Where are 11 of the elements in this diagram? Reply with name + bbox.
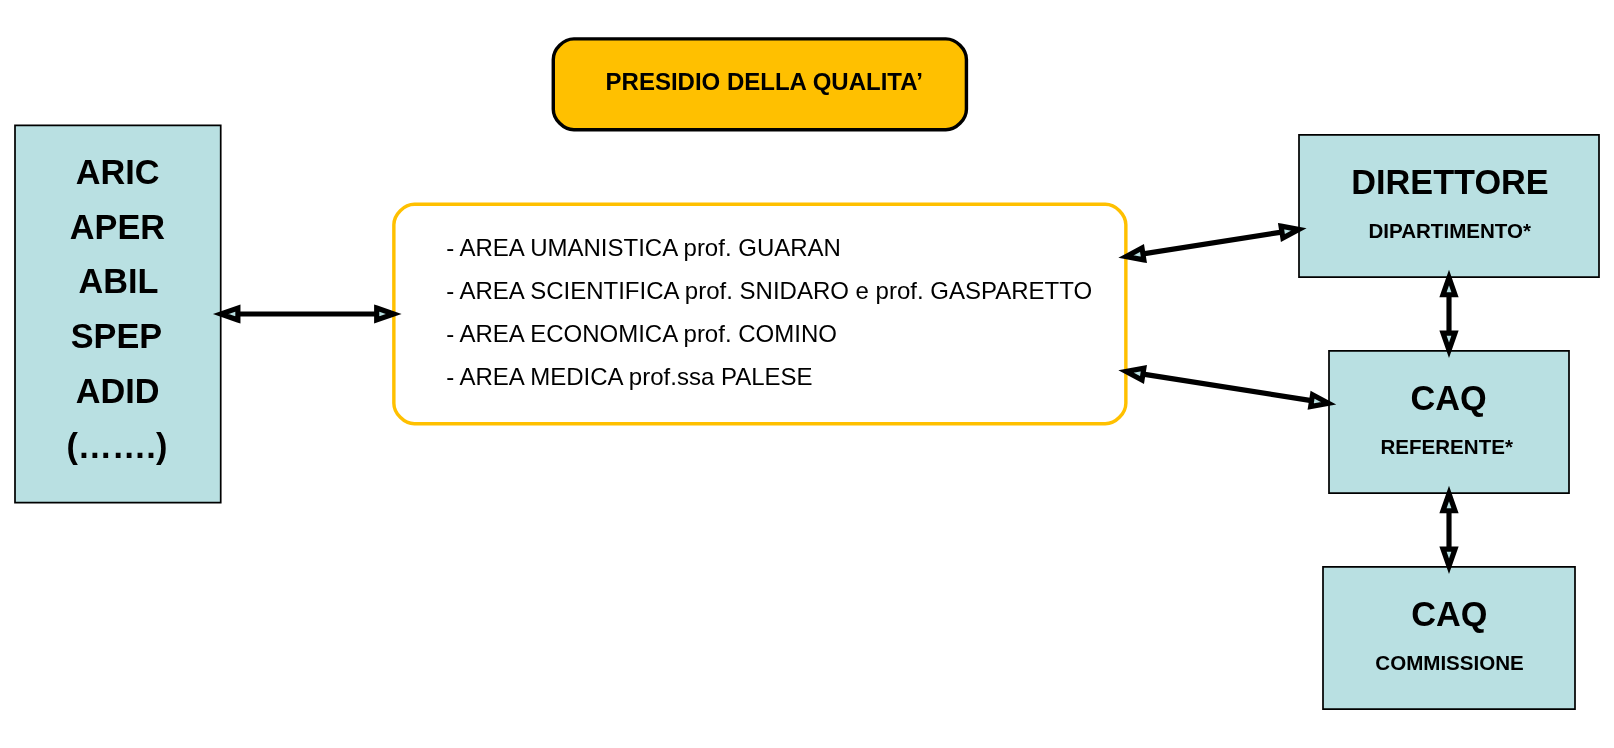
node-box: DIRETTORE DIPARTIMENTO*: [1298, 134, 1600, 278]
node-box: ARIC APER ABIL SPEP ADID (…….): [14, 124, 222, 504]
node-box: CAQ REFERENTE*: [1328, 350, 1570, 494]
arrow: [212, 304, 402, 324]
arrow: [1118, 222, 1307, 264]
node-box: PRESIDIO DELLA QUALITA’: [551, 37, 969, 132]
arrow: [1439, 485, 1459, 575]
node-box: CAQ COMMISSIONE: [1322, 566, 1576, 710]
node-box: - AREA UMANISTICA prof. GUARAN - AREA SCIENTIFICA prof. SNIDARO e prof. GASPARETTO - AREA ECONOMICA prof. COMINO - AREA MEDICA prof.ssa PALESE: [392, 202, 1128, 426]
arrow: [1439, 269, 1459, 359]
arrow: [1118, 364, 1337, 410]
